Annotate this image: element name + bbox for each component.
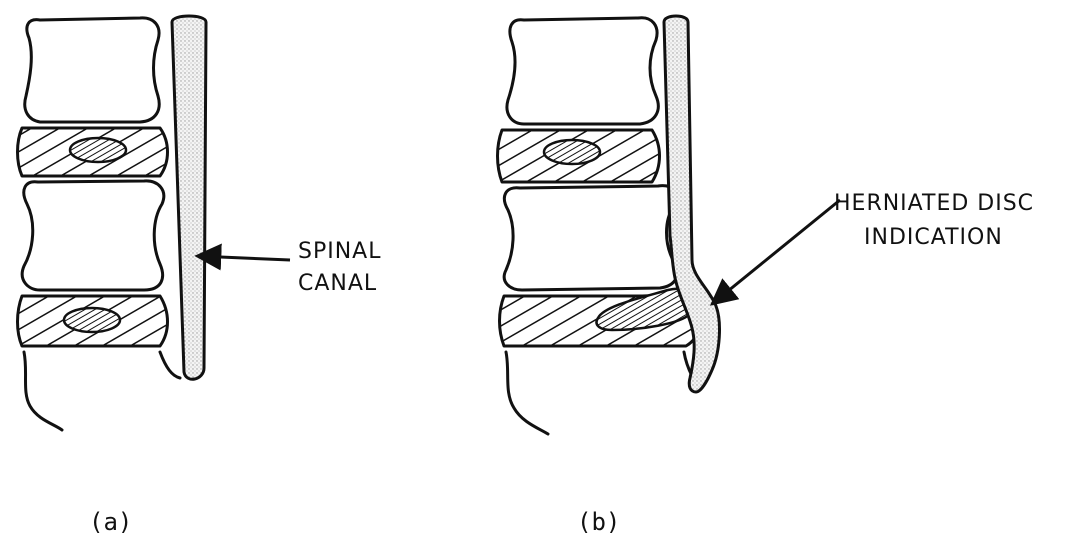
panel-b: HERNIATED DISC INDICATION (b)	[498, 16, 1035, 536]
herniation-label-line2: INDICATION	[864, 225, 1003, 250]
vertebra-middle-b	[504, 186, 677, 290]
vertebra-bottom-b	[506, 352, 548, 434]
spinal-canal-label-line1: SPINAL	[298, 239, 381, 264]
vertebra-bottom-right	[160, 352, 180, 378]
caption-a: (a)	[89, 508, 132, 536]
herniation-arrow	[712, 200, 840, 304]
vertebra-top-b	[507, 18, 658, 124]
panel-a: SPINAL CANAL (a)	[18, 16, 382, 536]
vertebra-middle	[22, 181, 164, 290]
caption-b: (b)	[577, 508, 620, 536]
nucleus-upper	[70, 138, 126, 162]
spinal-canal-label-line2: CANAL	[298, 271, 377, 296]
spinal-canal-arrow	[197, 256, 290, 260]
spinal-canal	[172, 16, 206, 379]
nucleus-upper-b	[544, 140, 600, 164]
nucleus-lower	[64, 308, 120, 332]
vertebra-top	[25, 18, 159, 122]
herniation-label-line1: HERNIATED DISC	[834, 191, 1034, 216]
vertebra-bottom	[24, 352, 62, 430]
